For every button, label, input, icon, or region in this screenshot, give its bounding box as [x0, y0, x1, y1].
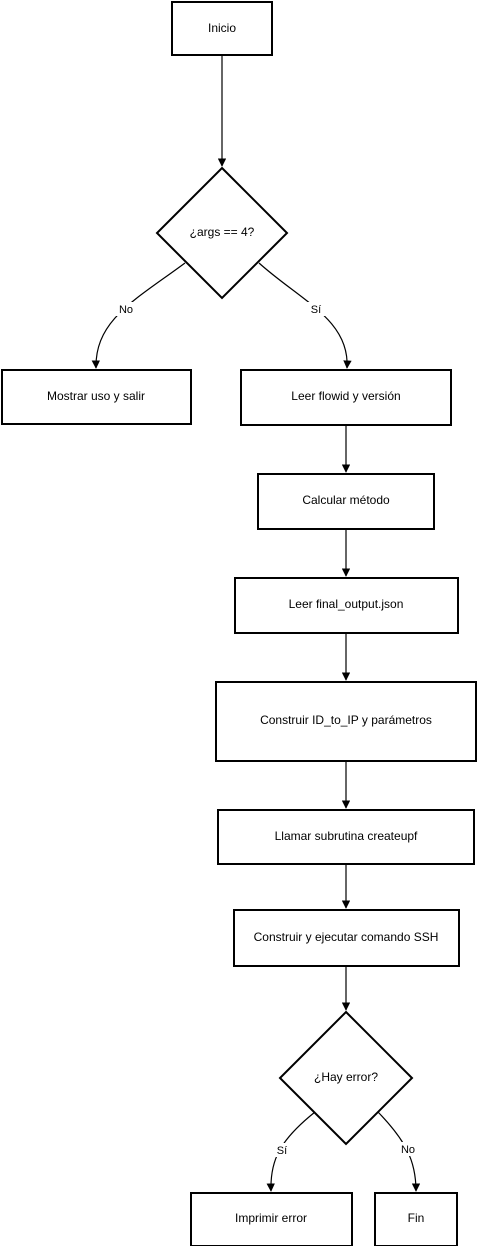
node-leer-json-label: Leer final_output.json	[289, 597, 404, 611]
edge-label-args-si: Sí	[311, 304, 321, 316]
node-leer-flowid: Leer flowid y versión	[240, 369, 452, 426]
node-leer-json: Leer final_output.json	[234, 577, 459, 634]
node-imprimir-error: Imprimir error	[190, 1192, 353, 1246]
node-calcular-metodo-label: Calcular método	[302, 493, 390, 507]
node-construir-id: Construir ID_to_IP y parámetros	[215, 681, 477, 762]
node-hay-error: ¿Hay error?	[278, 1010, 414, 1146]
node-construir-ssh-label: Construir y ejecutar comando SSH	[254, 930, 439, 944]
node-fin-label: Fin	[408, 1211, 425, 1225]
edge-labels: No Sí Sí No	[116, 302, 418, 1157]
node-mostrar-uso-label: Mostrar uso y salir	[47, 389, 145, 403]
node-construir-ssh: Construir y ejecutar comando SSH	[233, 909, 460, 967]
edge-check-no	[91, 262, 186, 369]
edge-check-si	[258, 262, 352, 369]
node-leer-flowid-label: Leer flowid y versión	[291, 389, 400, 403]
node-construir-id-label: Construir ID_to_IP y parámetros	[260, 713, 432, 727]
node-inicio-label: Inicio	[208, 21, 236, 35]
node-llamar-subrutina-label: Llamar subrutina createupf	[275, 829, 418, 843]
node-imprimir-error-label: Imprimir error	[235, 1211, 307, 1225]
node-llamar-subrutina: Llamar subrutina createupf	[217, 809, 475, 865]
node-check-args-label: ¿args == 4?	[190, 225, 255, 239]
edge-label-error-no: No	[401, 1144, 415, 1156]
node-mostrar-uso: Mostrar uso y salir	[1, 369, 192, 425]
edge-label-error-si: Sí	[277, 1145, 287, 1157]
node-inicio: Inicio	[171, 1, 273, 56]
node-fin: Fin	[374, 1192, 458, 1246]
node-check-args: ¿args == 4?	[155, 166, 289, 300]
node-hay-error-label: ¿Hay error?	[314, 1070, 378, 1084]
edge-label-args-no: No	[119, 304, 133, 316]
node-calcular-metodo: Calcular método	[257, 473, 435, 530]
